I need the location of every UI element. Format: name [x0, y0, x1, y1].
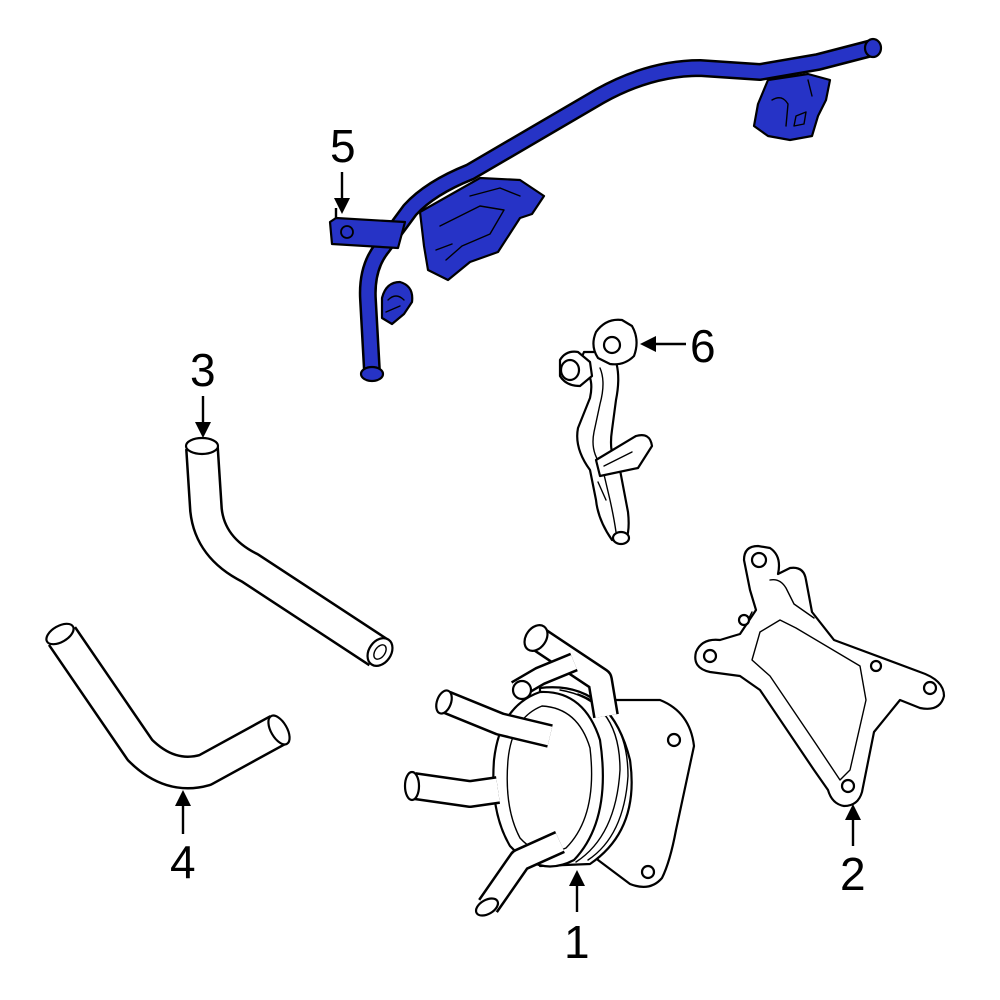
callout-4-arrow — [175, 790, 191, 806]
pipe-bottom-end — [474, 897, 500, 917]
fitting-bolt-head — [559, 358, 581, 382]
bracket-plate — [694, 544, 946, 808]
middle-bracket-detail — [435, 187, 521, 261]
flange-hole-2 — [640, 864, 656, 880]
pipe-left-upper-end — [435, 689, 453, 715]
upper-hose-bottom-end — [366, 637, 394, 667]
lower-hose-body — [50, 627, 285, 787]
part-6-fitting-tube[interactable] — [558, 318, 654, 546]
pipe-left-lower-body — [412, 774, 500, 806]
upper-hose-bore — [373, 644, 387, 660]
callout-5: 5 — [330, 120, 356, 214]
pipe-bottom-body — [480, 833, 564, 912]
fitting-tube-inner — [592, 367, 617, 533]
part-2-cooler-bracket[interactable] — [694, 544, 946, 808]
callout-2-label: 2 — [840, 848, 866, 900]
right-clip-bracket — [752, 72, 832, 142]
pipe-left-upper-body — [442, 693, 553, 746]
callout-4-label: 4 — [170, 836, 196, 888]
upper-hose-top-end — [184, 436, 220, 456]
part-1-oil-cooler[interactable] — [403, 621, 696, 919]
callout-1-label: 1 — [564, 916, 590, 968]
bracket-plate-inner — [751, 619, 867, 781]
callout-6-arrow — [640, 336, 656, 352]
callout-4: 4 — [170, 790, 196, 888]
pipe-top-body — [534, 631, 617, 718]
callout-3: 3 — [190, 344, 216, 438]
tube-core — [361, 41, 879, 379]
callout-1: 1 — [564, 870, 590, 968]
callout-2: 2 — [840, 804, 866, 900]
bracket-hole-right — [922, 680, 938, 696]
lower-hose-top-end — [45, 622, 75, 646]
part-3-upper-hose[interactable] — [184, 436, 398, 671]
callout-6-label: 6 — [690, 320, 716, 372]
callout-1-arrow — [569, 870, 585, 886]
lower-clip-detail — [385, 295, 405, 313]
pipe-top-end — [523, 624, 549, 652]
tube-end-bottom — [359, 365, 385, 383]
bracket-hole-left — [702, 648, 718, 664]
callout-2-arrow — [845, 804, 861, 820]
cooler-drum-face — [506, 705, 593, 853]
right-clip-detail — [771, 79, 813, 127]
left-tab-hole — [340, 225, 354, 239]
part-5-tube-assembly[interactable] — [328, 37, 883, 383]
lower-clip — [380, 280, 414, 326]
flange-hole-1 — [666, 732, 682, 748]
callout-5-arrow — [334, 198, 350, 214]
bracket-hole-bottom — [840, 778, 856, 794]
callout-3-arrow — [195, 422, 211, 438]
bracket-hole-mid-1 — [737, 613, 751, 627]
callout-3-label: 3 — [190, 344, 216, 396]
middle-bracket — [418, 176, 546, 282]
fitting-tube-body — [576, 350, 630, 542]
banjo-hole — [602, 335, 622, 355]
fitting-bracket-detail — [597, 451, 633, 501]
upper-hose-body — [187, 447, 386, 665]
part-4-lower-hose[interactable] — [43, 620, 294, 790]
fitting-tube-end — [611, 530, 631, 546]
lower-hose-right-end — [267, 714, 291, 746]
bracket-hole-top — [750, 551, 768, 569]
callout-5-label: 5 — [330, 120, 356, 172]
pipe-left-lower-end — [403, 770, 421, 802]
bracket-hole-mid-2 — [869, 659, 883, 673]
tube-end-top — [863, 37, 883, 59]
callout-6: 6 — [640, 320, 716, 372]
pipe-upper-fitting — [511, 679, 533, 701]
